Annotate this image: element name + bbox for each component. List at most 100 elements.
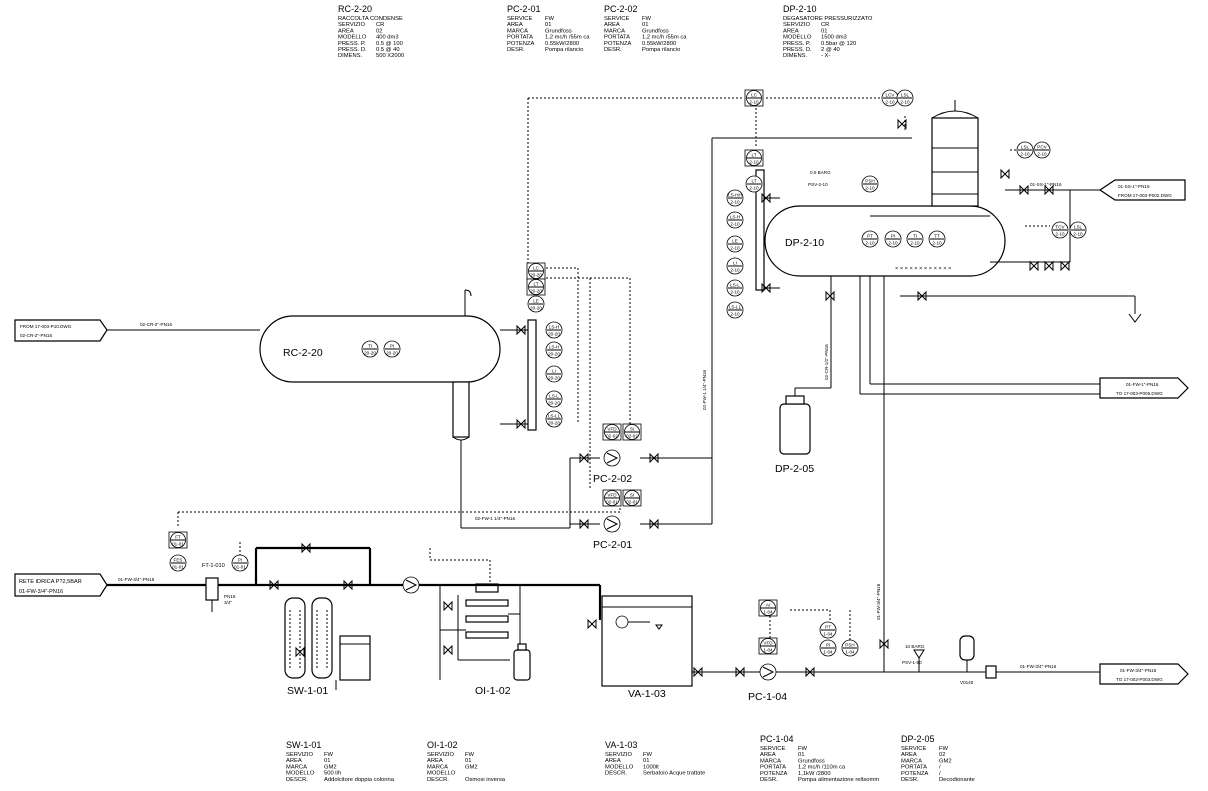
instrument-loop: 1-04: [823, 650, 833, 655]
datasheet-value: 0.5 @ 40: [376, 47, 400, 53]
va-1-03-label: VA-1-03: [628, 688, 666, 700]
instrument-rc-ls2: LS-H20-20: [545, 341, 563, 359]
datasheet-field: AREA: [605, 758, 621, 764]
offsheet-fw-out: 01-FW-1"-PN16 TO 17-003-P006.DWG: [1099, 377, 1189, 399]
datasheet-value: 1,2 mc/h /110m ca: [798, 765, 846, 771]
instrument-function: PI: [826, 643, 830, 648]
instrument-loop: 2-10: [730, 290, 740, 295]
datasheet-field: PORTATA: [604, 35, 630, 41]
svg-text:× × × × × × × × × × × ×: × × × × × × × × × × × ×: [895, 266, 951, 272]
line-pc-disch: 02-FW-1 1/4"-PN16: [702, 369, 707, 410]
va-1-03-tank: VA-1-03: [601, 595, 693, 700]
instrument-loop: 2-10: [865, 241, 875, 246]
psv2-tag: PSV-2-10: [808, 182, 828, 187]
instrument-loop: 2-10: [730, 246, 740, 251]
process-lines: 02-CR-2"-PN16 02-FW-1 1/4"-PN16 02-FW-1 …: [107, 137, 1142, 680]
instrument-function: LS-HH: [728, 193, 742, 198]
datasheet-field: MARCA: [507, 28, 528, 34]
datasheet-value: FW: [643, 752, 653, 758]
psv-setpoint: 10 BARG: [905, 644, 925, 649]
datasheet-value: GM2: [324, 764, 337, 770]
instrument-function: LSL: [1074, 225, 1083, 230]
instrument-loop: 20-20: [386, 351, 398, 356]
instrument-pc202-vfd: VFD 02-02: [602, 423, 622, 441]
instrument-function: PSH: [865, 179, 874, 184]
datasheet-field: DESCR.: [427, 777, 449, 783]
datasheet-tag: SW-1-01: [286, 740, 321, 750]
instrument-function: SI: [630, 427, 634, 432]
v0140-label: V0140: [960, 680, 974, 685]
datasheet-value: 01: [821, 28, 827, 34]
datasheet-tag: PC-2-01: [507, 4, 541, 14]
instrument-function: LSL: [1021, 145, 1030, 150]
instrument-dp-lt: LT2-10: [744, 149, 764, 167]
instrument-loop: 2-10: [1020, 152, 1030, 157]
instrument-function: PT: [825, 625, 831, 630]
datasheet-field: SERVICE: [507, 16, 532, 22]
instrument-function: LS-H: [549, 345, 559, 350]
instrument-function: LS-H: [549, 325, 559, 330]
instrument-function: TI: [368, 344, 372, 349]
datasheet-value: /: [939, 765, 941, 771]
offsheet-rete: RETE IDRICA P?2,5BAR 01-FW-3/4"-PN16: [14, 573, 108, 597]
instrument-loop: 20-20: [530, 306, 542, 311]
instrument-function: FES: [174, 558, 183, 563]
datasheet-field: AREA: [760, 752, 776, 758]
svg-text:TO 17-003-P003.DWG: TO 17-003-P003.DWG: [1116, 677, 1163, 682]
datasheet-field: DESR.: [604, 47, 622, 53]
instrument-loop: 02-02: [606, 434, 618, 439]
instrument-function: LC: [533, 266, 540, 271]
datasheet-value: 01: [643, 758, 649, 764]
instrument-loop: 2-10: [730, 200, 740, 205]
instrument-loop: 2-10: [730, 222, 740, 227]
pc-2-02-label: PC-2-02: [593, 473, 632, 485]
instrument-function: LI: [552, 369, 556, 374]
instrument-function: LS-LL: [548, 414, 561, 419]
line-dp-drain: 02-CR-1/2"-PN16: [824, 344, 829, 380]
psv-tag: PSV-1-50: [902, 660, 922, 665]
instrument-function: PI: [238, 558, 242, 563]
instrument-dp-tt: TT2-10: [928, 230, 946, 248]
datasheet-value: 02: [939, 752, 945, 758]
datasheet-field: PRESS. D.: [338, 47, 367, 53]
datasheet-value: 01: [465, 758, 471, 764]
datasheet-field: MODELLO: [286, 771, 315, 777]
instrument-function: SI: [630, 493, 634, 498]
oi-1-02-label: OI-1-02: [475, 685, 511, 697]
instrument-function: LT: [533, 282, 538, 287]
datasheet-tag: OI-1-02: [427, 740, 458, 750]
datasheet-field: MODELLO: [605, 764, 634, 770]
line-supply: 01-FW-3/4"-PN16: [118, 577, 155, 582]
line-steam: 01-SS-1"-PN16: [1030, 182, 1062, 187]
instrument-loop: 2-10: [900, 100, 910, 105]
instrument-dp-lsl3: LSL 2-10: [1016, 141, 1034, 159]
instrument-loop: 2-10: [749, 160, 759, 165]
offsheet-from-rc: FROM 17-003-P10.DWG 02-CR-2"-PN16: [14, 319, 108, 342]
datasheet-field: PRESS. P.: [338, 41, 366, 47]
instrument-pc104-ai: AI1-04: [758, 599, 778, 617]
datasheet-field: POTENZA: [901, 771, 929, 777]
datasheet-value: 1,2 mc/h /55m ca: [642, 35, 687, 41]
line-out-main: 01-FW-3/4"-PN16: [1020, 664, 1057, 669]
instrument-function: LC: [751, 93, 758, 98]
instrument-loop: 20-20: [548, 401, 560, 406]
instrument-loop: 1-04: [823, 632, 833, 637]
instrument-function: VFD: [607, 427, 617, 432]
